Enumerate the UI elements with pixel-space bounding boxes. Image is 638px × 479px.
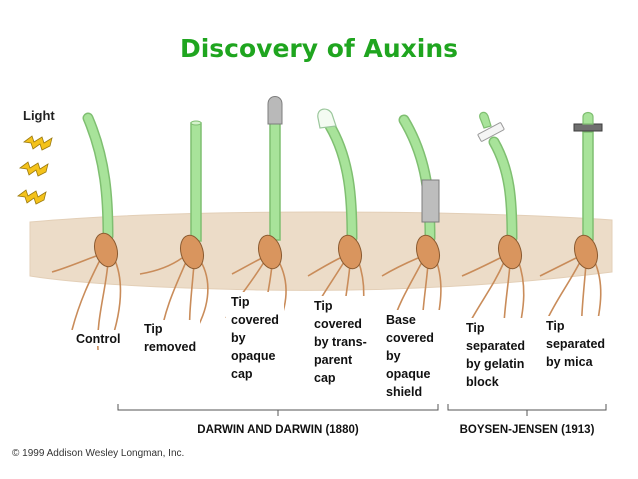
light-rays — [16, 135, 53, 205]
bracket-boysen-jensen — [447, 404, 607, 416]
soil-band — [29, 211, 613, 291]
lightning-icon — [22, 135, 53, 151]
seedling-gelatin-block — [461, 111, 525, 351]
seed — [573, 234, 599, 270]
group-label-boysen-jensen: BOYSEN-JENSEN (1913) — [460, 424, 595, 436]
label-mica: Tip separated by mica — [546, 319, 609, 369]
seedling-opaque-shield — [381, 114, 442, 356]
copyright-notice: © 1999 Addison Wesley Longman, Inc. — [12, 448, 184, 459]
label-control: Control — [76, 332, 120, 346]
experiment-labels: Control Tip removed Tip covered by opaqu… — [76, 295, 609, 399]
mica-plate — [573, 123, 603, 132]
label-gelatin-block: Tip separated by gelatin block — [466, 321, 529, 389]
seedling-mica — [539, 111, 603, 349]
label-opaque-cap: Tip covered by opaque cap — [231, 295, 282, 381]
group-label-darwin: DARWIN AND DARWIN (1880) — [197, 424, 359, 436]
light-label: Light — [23, 108, 55, 123]
lightning-icon — [16, 189, 47, 205]
lightning-icon — [18, 161, 49, 177]
seed — [257, 234, 283, 270]
seed — [415, 234, 441, 270]
label-transparent-cap: Tip covered by trans- parent cap — [314, 299, 370, 385]
page-title: Discovery of Auxins — [180, 34, 458, 63]
seed — [179, 234, 205, 270]
seedling-tip-removed — [139, 120, 209, 346]
gelatin-block — [477, 122, 505, 142]
seedling-control — [51, 112, 122, 351]
opaque-cap — [267, 96, 283, 125]
label-opaque-shield: Base covered by opaque shield — [386, 313, 437, 399]
bracket-darwin — [117, 404, 439, 416]
seed — [497, 234, 523, 270]
seed — [337, 234, 363, 270]
label-backgrounds — [72, 292, 608, 400]
seed — [93, 232, 119, 268]
transparent-cap — [317, 108, 337, 129]
label-tip-removed: Tip removed — [144, 322, 196, 354]
opaque-shield — [421, 179, 440, 223]
